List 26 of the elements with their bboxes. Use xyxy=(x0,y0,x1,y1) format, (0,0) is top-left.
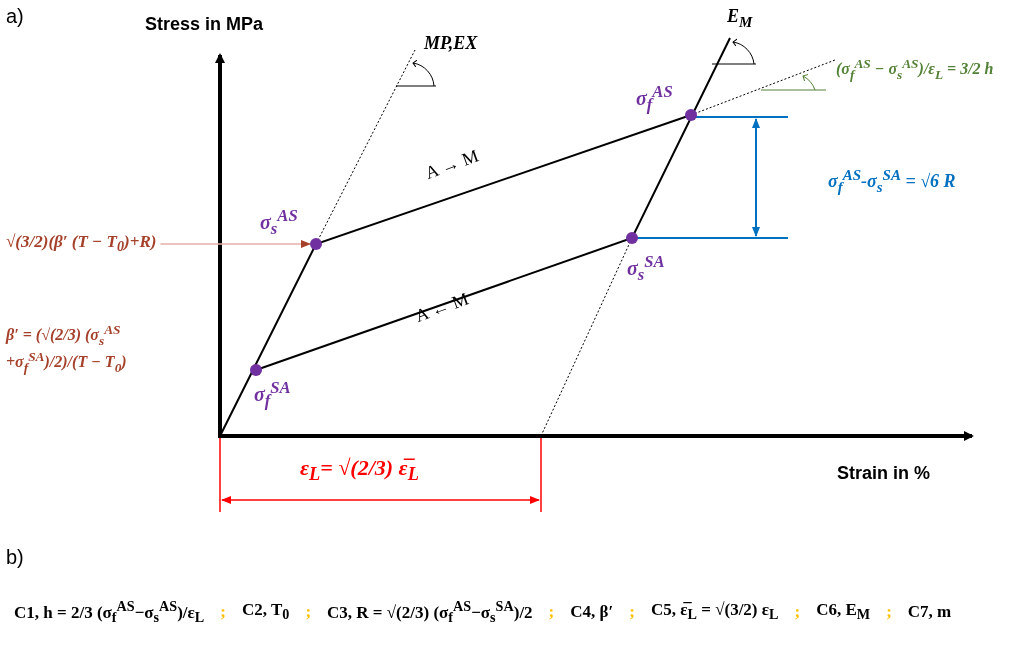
formula-text: C3, R = √(2/3) (σ$_{f}$$^{AS}$−σ$_{s}$$^{SA}$)/2 xyxy=(327,598,533,627)
separator: ; xyxy=(220,602,226,622)
panel-label: a) xyxy=(6,4,24,28)
separator: ; xyxy=(794,602,801,622)
line-label: MP,EX xyxy=(424,33,478,55)
formula-text: √(3/2)(β′ (T − T$_{0}$)+R) xyxy=(6,232,157,256)
axis-title: Stress in MPa xyxy=(145,14,264,36)
formula-text: C6, E$_{M}$ xyxy=(816,600,871,624)
line-label: E$_{M}$ xyxy=(727,6,753,31)
panel-label: b) xyxy=(6,545,24,569)
line-label: A → M xyxy=(422,145,482,185)
formula-text: C4, β′ xyxy=(570,602,614,622)
separator: ; xyxy=(548,602,555,622)
formula-text: C2, T$_{0}$ xyxy=(242,600,290,624)
separator: ; xyxy=(886,602,892,622)
leader-line xyxy=(159,240,311,248)
separator: ; xyxy=(305,602,312,622)
formula-text: σ$_{f}$$^{AS}$-σ$_{s}$$^{SA}$ = √6 R xyxy=(828,166,956,196)
separator: ; xyxy=(629,602,635,622)
axis-title: Strain in % xyxy=(837,463,930,485)
formula-text: (σ$_{f}$$^{AS}$ − σ$_{s}$$^{AS}$)/ε$_{L}$ = 3/2 h xyxy=(836,56,994,83)
formula-text: ε$_{L}$= √(2/3) ε̅$_{L}$ xyxy=(300,455,419,487)
data-point xyxy=(310,238,322,250)
formula-text: C7, m xyxy=(907,602,952,622)
formula-text: C1, h = 2/3 (σ$_{f}$$^{AS}$−σ$_{s}$$^{AS}$)/ε$_{L}$ xyxy=(14,598,205,627)
formula-text: C5, ε̅$_{L}$ = √(3/2) ε$_{L}$ xyxy=(650,600,779,624)
